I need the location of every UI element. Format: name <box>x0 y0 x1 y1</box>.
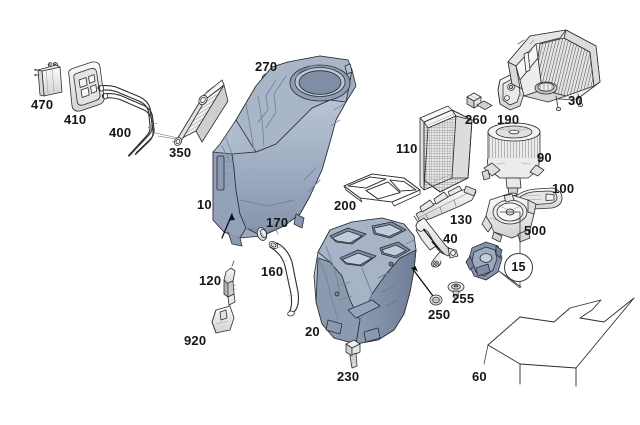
label-500: 500 <box>524 223 547 238</box>
label-920: 920 <box>184 333 207 348</box>
part-10-main-housing-left <box>212 55 357 247</box>
label-170: 170 <box>266 215 289 230</box>
label-260: 260 <box>465 112 488 127</box>
label-270: 270 <box>255 59 278 74</box>
label-200: 200 <box>334 198 357 213</box>
part-260-screw <box>466 92 493 110</box>
part-30-evaporator <box>507 29 601 112</box>
part-255-rivet <box>447 281 465 299</box>
part-120-temperature-sensor <box>223 260 237 315</box>
part-410-seal-pad <box>68 61 107 112</box>
part-110-cabin-air-filter <box>419 105 473 193</box>
part-20-main-housing-right <box>313 217 417 345</box>
part-200-gasket-frame <box>343 173 421 207</box>
label-100: 100 <box>552 181 575 196</box>
leader-250 <box>411 266 437 301</box>
part-230-bolt <box>345 339 361 369</box>
part-40-linkage-lever <box>415 217 459 268</box>
label-30: 30 <box>568 93 583 108</box>
label-20: 20 <box>305 324 320 339</box>
label-190: 190 <box>497 112 520 127</box>
part-160-drain-hose <box>268 240 300 317</box>
part-250-grommet-small <box>429 294 443 306</box>
label-250: 250 <box>428 307 451 322</box>
label-410: 410 <box>64 112 87 127</box>
part-350-heater-core <box>150 79 229 146</box>
part-470-control-unit <box>34 62 63 97</box>
label-110: 110 <box>396 141 418 156</box>
part-920-clip <box>211 305 235 334</box>
part-170-seal-ring <box>256 227 268 241</box>
label-230: 230 <box>337 369 360 384</box>
label-40: 40 <box>443 231 458 246</box>
part-90-blower-motor <box>481 122 545 198</box>
label-400: 400 <box>109 125 132 140</box>
label-255: 255 <box>452 291 475 306</box>
callout-circle-15[interactable]: 15 <box>504 253 533 282</box>
label-130: 130 <box>450 212 473 227</box>
label-120: 120 <box>199 273 222 288</box>
part-400-coolant-pipe-pair <box>97 84 158 157</box>
part-500-actuator-module <box>481 193 537 243</box>
label-160: 160 <box>261 264 284 279</box>
part-15-bracket-piece <box>465 241 503 281</box>
label-470: 470 <box>31 97 54 112</box>
part-60-insulation-mat <box>483 297 635 387</box>
label-10: 10 <box>197 197 212 212</box>
label-60: 60 <box>472 369 487 384</box>
label-350: 350 <box>169 145 192 160</box>
part-130-wiring-harness <box>413 185 477 223</box>
label-90: 90 <box>537 150 552 165</box>
leader-10 <box>221 213 235 239</box>
label-15: 15 <box>511 260 526 275</box>
